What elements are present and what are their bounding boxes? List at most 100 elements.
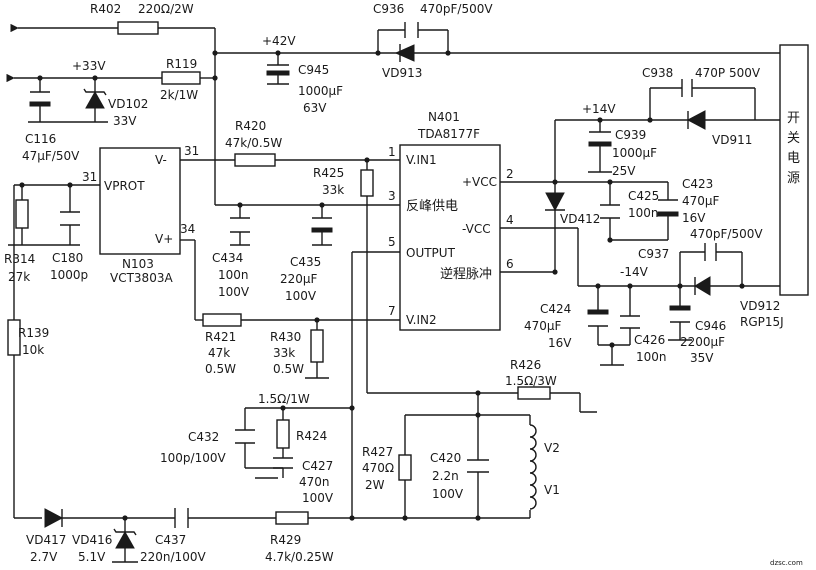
c939-value-1: 1000μF bbox=[612, 146, 657, 160]
svg-text:源: 源 bbox=[787, 171, 800, 186]
vd416-value: 5.1V bbox=[78, 550, 106, 564]
c939-value-2: 25V bbox=[612, 164, 636, 178]
vd911-ref: VD911 bbox=[712, 133, 752, 147]
pin-num-6: 6 bbox=[506, 257, 514, 271]
vd913-ref: VD913 bbox=[382, 66, 422, 80]
c423-ref: C423 bbox=[682, 177, 713, 191]
r427-ref: R427 bbox=[362, 445, 393, 459]
r429-body bbox=[275, 511, 309, 525]
r426-body bbox=[517, 386, 551, 400]
pin-name-plus-vcc: +VCC bbox=[462, 175, 497, 189]
pin-name-retrace-pulse: 逆程脉冲 bbox=[440, 266, 492, 282]
c432-ref: C432 bbox=[188, 430, 219, 444]
ic-n103-part: VCT3803A bbox=[110, 271, 173, 285]
r420-ref: R420 bbox=[235, 119, 266, 133]
r430-ref: R430 bbox=[270, 330, 301, 344]
watermark: dzsc.com bbox=[770, 559, 803, 567]
wiring bbox=[6, 23, 780, 563]
svg-text:开: 开 bbox=[787, 111, 800, 126]
rail-plus42v: +42V bbox=[262, 34, 296, 48]
pin-name-flyback-supply: 反峰供电 bbox=[406, 199, 458, 214]
c426-value: 100n bbox=[636, 350, 667, 364]
r429-ref: R429 bbox=[270, 533, 301, 547]
rail-minus14v: -14V bbox=[620, 265, 649, 279]
r421-value-2: 0.5W bbox=[205, 362, 236, 376]
c427-ref: C427 bbox=[302, 459, 333, 473]
vd912-value: RGP15J bbox=[740, 315, 784, 329]
c424-value-1: 470μF bbox=[524, 319, 562, 333]
c437-ref: C437 bbox=[155, 533, 186, 547]
pin-name-output: OUTPUT bbox=[406, 246, 456, 260]
r421-value-1: 47k bbox=[208, 346, 230, 360]
r427-body bbox=[398, 454, 412, 481]
c427-value-2: 100V bbox=[302, 491, 334, 505]
c945-ref: C945 bbox=[298, 63, 329, 77]
vd912-ref: VD912 bbox=[740, 299, 780, 313]
c434-value-2: 100V bbox=[218, 285, 250, 299]
r402-value: 220Ω/2W bbox=[138, 2, 194, 16]
ic-n103-pin31a-num: 31 bbox=[184, 144, 199, 158]
c420-value-1: 2.2n bbox=[432, 469, 459, 483]
svg-text:关: 关 bbox=[787, 131, 800, 146]
capacitors bbox=[29, 22, 717, 528]
pin-num-5: 5 bbox=[388, 235, 396, 249]
deflection-coil bbox=[529, 424, 537, 510]
vd417-ref: VD417 bbox=[26, 533, 66, 547]
c936-ref: C936 bbox=[373, 2, 404, 16]
c425-ref: C425 bbox=[628, 189, 659, 203]
ic-n103-pin34-num: 34 bbox=[180, 222, 195, 236]
pin-num-4: 4 bbox=[506, 213, 514, 227]
c424-ref: C424 bbox=[540, 302, 571, 316]
vd416-ref: VD416 bbox=[72, 533, 112, 547]
r424-body bbox=[276, 419, 290, 449]
r426-value: 1.5Ω/3W bbox=[505, 374, 557, 388]
r421-body bbox=[202, 313, 242, 327]
c116-value: 47μF/50V bbox=[22, 149, 80, 163]
c424-value-2: 16V bbox=[548, 336, 572, 350]
c937-value: 470pF/500V bbox=[690, 227, 763, 241]
c434-ref: C434 bbox=[212, 251, 243, 265]
pin-name-vin2: V.IN2 bbox=[406, 313, 437, 327]
c435-value-2: 100V bbox=[285, 289, 317, 303]
c945-value-1: 1000μF bbox=[298, 84, 343, 98]
c946-value-1: 2200μF bbox=[680, 335, 725, 349]
c420-value-2: 100V bbox=[432, 487, 464, 501]
r421-ref: R421 bbox=[205, 330, 236, 344]
svg-text:电: 电 bbox=[787, 151, 800, 166]
c945-value-2: 63V bbox=[303, 101, 327, 115]
c432-value: 100p/100V bbox=[160, 451, 226, 465]
c946-ref: C946 bbox=[695, 319, 726, 333]
ic-n103-ref: N103 bbox=[122, 257, 154, 271]
ic-n103-pin-vprot: VPROT bbox=[104, 179, 145, 193]
r424-ref: R424 bbox=[296, 429, 327, 443]
pin-name-minus-vcc: -VCC bbox=[462, 222, 491, 236]
r427-value-2: 2W bbox=[365, 478, 385, 492]
c946-value-2: 35V bbox=[690, 351, 714, 365]
vd102-value: 33V bbox=[113, 114, 137, 128]
ic-n103-pin-vplus: V+ bbox=[155, 232, 173, 246]
r426-ref: R426 bbox=[510, 358, 541, 372]
ic-n103-pin31b-num: 31 bbox=[82, 170, 97, 184]
c427-value-1: 470n bbox=[299, 475, 330, 489]
r139-value: 10k bbox=[22, 343, 44, 357]
r314-ref: R314 bbox=[4, 252, 35, 266]
r430-value-2: 0.5W bbox=[273, 362, 304, 376]
c116-ref: C116 bbox=[25, 132, 56, 146]
c434-value-1: 100n bbox=[218, 268, 249, 282]
r425-body bbox=[360, 169, 374, 197]
r119-value: 2k/1W bbox=[160, 88, 198, 102]
r402-body bbox=[117, 21, 159, 35]
r427-value-1: 470Ω bbox=[362, 461, 394, 475]
c437-value: 220n/100V bbox=[140, 550, 206, 564]
pin-num-3: 3 bbox=[388, 189, 396, 203]
c938-value: 470P 500V bbox=[695, 66, 761, 80]
r139-body bbox=[7, 319, 21, 356]
c180-value: 1000p bbox=[50, 268, 88, 282]
c180-ref: C180 bbox=[52, 251, 83, 265]
rail-plus14v: +14V bbox=[582, 102, 616, 116]
r425-ref: R425 bbox=[313, 166, 344, 180]
switch-power-label: 开 关 电 源 bbox=[787, 111, 800, 186]
pin-name-vin1: V.IN1 bbox=[406, 153, 437, 167]
c937-ref: C937 bbox=[638, 247, 669, 261]
